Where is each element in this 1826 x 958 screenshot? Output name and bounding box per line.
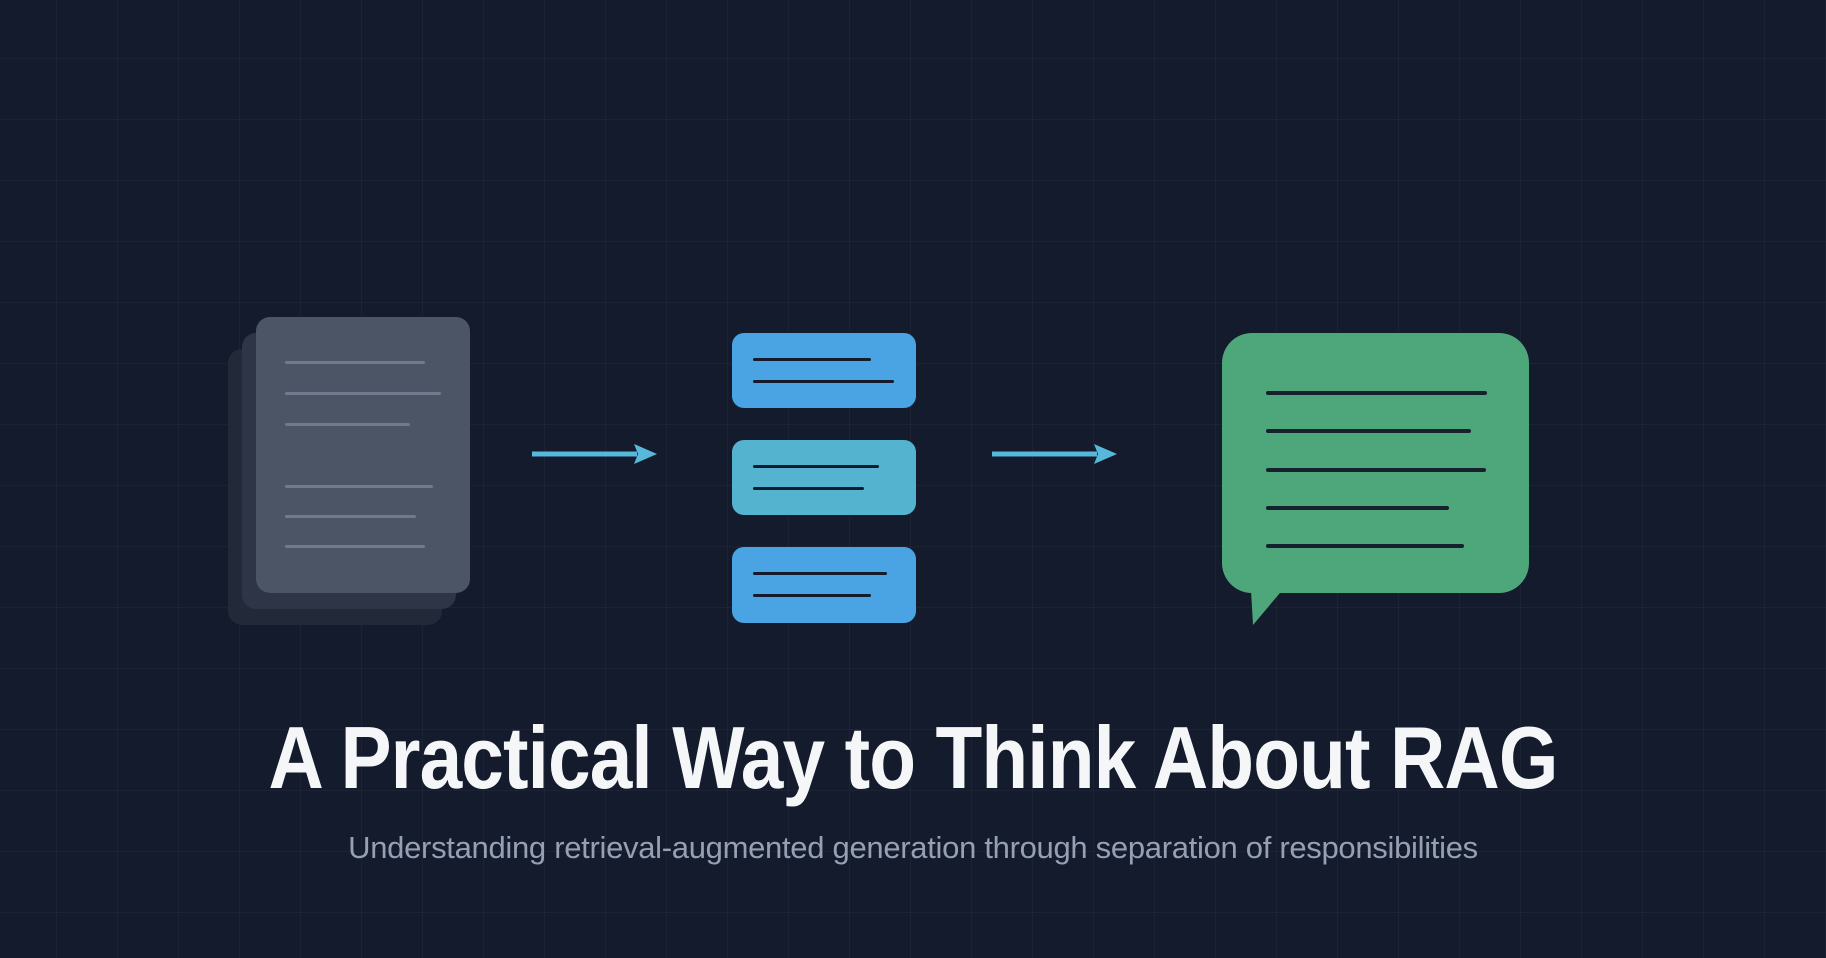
- chunk-text-line: [753, 358, 871, 361]
- chunk-text-line: [753, 487, 864, 490]
- document-stack-icon: [228, 317, 471, 625]
- document-page-front: [256, 317, 470, 593]
- page-title: A Practical Way to Think About RAG: [268, 708, 1558, 807]
- document-text-line: [285, 515, 416, 518]
- page-subtitle: Understanding retrieval-augmented genera…: [348, 830, 1478, 865]
- document-text-line: [285, 485, 433, 488]
- chunk-card: [732, 547, 916, 623]
- document-text-line: [285, 545, 425, 548]
- document-text-line: [285, 423, 410, 426]
- bubble-text-lines: [1266, 391, 1487, 548]
- chunk-stack-icon: [732, 333, 916, 623]
- chunk-text-line: [753, 465, 879, 468]
- chunk-card: [732, 333, 916, 408]
- chunk-card: [732, 440, 916, 515]
- document-text-line: [285, 392, 441, 395]
- chunk-text-line: [753, 572, 887, 575]
- document-text-line: [285, 361, 425, 364]
- chunk-text-line: [753, 380, 894, 383]
- chat-bubble-icon: [1222, 333, 1529, 625]
- flow-arrow-icon: [992, 444, 1117, 464]
- chunk-text-line: [753, 594, 871, 597]
- flow-arrow-icon: [532, 444, 657, 464]
